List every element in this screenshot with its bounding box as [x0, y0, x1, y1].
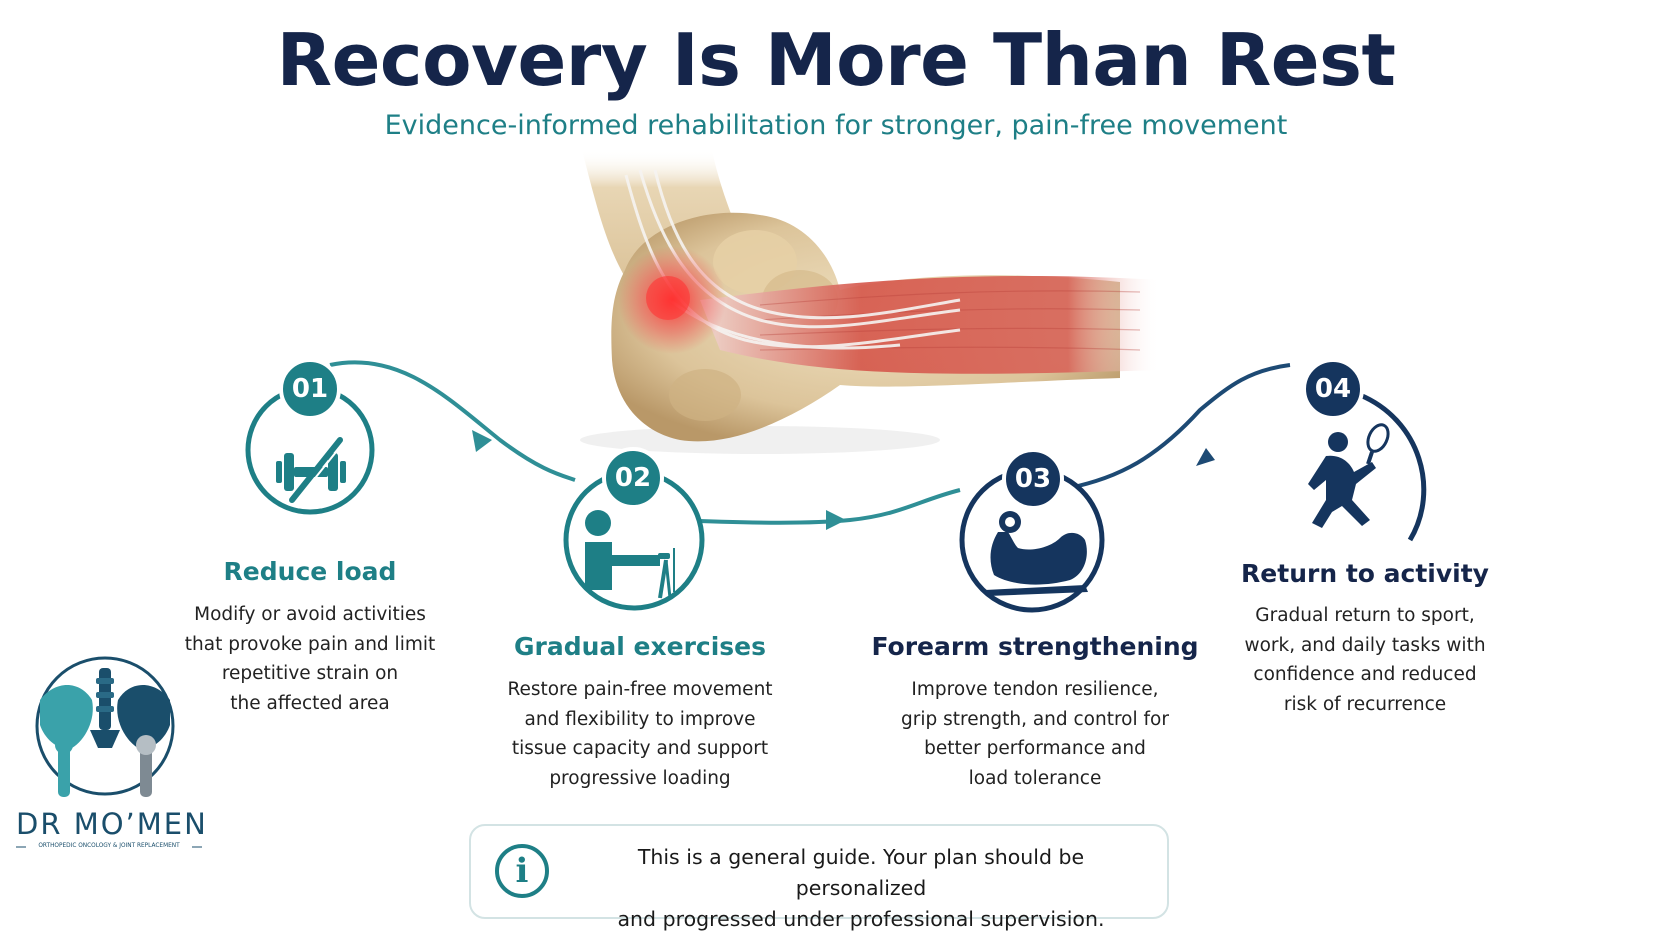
dumbbell-crossed-icon [276, 437, 346, 503]
step-2-title: Gradual exercises [513, 632, 767, 661]
step-4-arc [1359, 392, 1427, 542]
step-1-line: repetitive strain on [221, 663, 399, 684]
disclaimer-note: i This is a general guide. Your plan sho… [469, 824, 1169, 931]
flexed-arm-dumbbell-icon [985, 511, 1088, 596]
disclaimer-text: This is a general guide. Your plan shoul… [591, 842, 1131, 935]
brand-name: DR MO’MEN [16, 807, 208, 841]
step-2-line: and flexibility to improve [524, 708, 756, 730]
step-1-line: Modify or avoid activities [194, 604, 426, 625]
step-2-badge: 02 [602, 447, 664, 509]
step-4-line: Gradual return to sport, [1255, 605, 1475, 626]
step-2-line: tissue capacity and support [511, 738, 769, 759]
step-2-description: Restore pain-free movement and flexibili… [480, 675, 800, 793]
progress-path [329, 360, 1291, 530]
step-3-line: better performance and [924, 738, 1146, 759]
step-4-line: risk of recurrence [1283, 693, 1447, 715]
step-2-line: progressive loading [549, 767, 731, 789]
disclaimer-line-1: This is a general guide. Your plan shoul… [637, 845, 1085, 900]
step-3-line: Improve tendon resilience, [911, 679, 1159, 700]
step-4-line: confidence and reduced [1253, 664, 1477, 685]
step-1-description: Modify or avoid activities that provoke … [180, 600, 440, 718]
page-title: Recovery Is More Than Rest [276, 18, 1396, 102]
brand-logo [35, 656, 175, 797]
page-subtitle: Evidence-informed rehabilitation for str… [384, 110, 1288, 141]
tennis-player-icon [1308, 423, 1390, 528]
step-1-line: the affected area [230, 692, 390, 714]
step-2-line: Restore pain-free movement [507, 679, 773, 700]
step-1-badge: 01 [279, 358, 341, 420]
step-3-badge: 03 [1002, 448, 1064, 510]
step-4-description: Gradual return to sport, work, and daily… [1220, 601, 1510, 719]
step-1-title: Reduce load [223, 557, 397, 586]
arrow-head-3 [1196, 448, 1215, 466]
brand-tagline: ORTHOPEDIC ONCOLOGY & JOINT REPLACEMENT [38, 843, 180, 849]
step-3-description: Improve tendon resilience, grip strength… [870, 675, 1200, 793]
step-3-title: Forearm strengthening [871, 632, 1199, 661]
arrow-head-2 [826, 510, 846, 530]
step-1-line: that provoke pain and limit [184, 633, 436, 655]
elbow-illustration [580, 150, 1160, 454]
step-4-line: work, and daily tasks with [1244, 634, 1486, 656]
step-3-line: grip strength, and control for [901, 708, 1169, 730]
step-4-title: Return to activity [1241, 559, 1489, 588]
arrow-head-1 [472, 430, 492, 452]
disclaimer-line-2: and progressed under professional superv… [617, 907, 1105, 931]
info-icon: i [495, 844, 549, 898]
step-3-line: load tolerance [968, 767, 1102, 789]
arm-stretch-icon [585, 510, 675, 599]
step-4-badge: 04 [1302, 358, 1364, 420]
